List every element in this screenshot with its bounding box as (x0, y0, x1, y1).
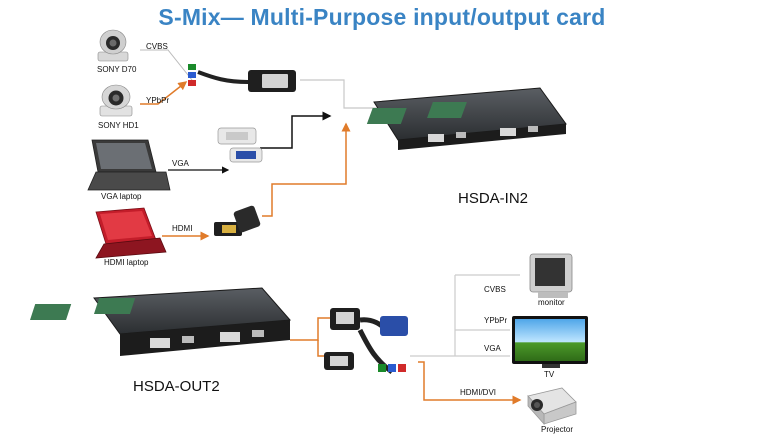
hdmi-adapter-icon (214, 205, 261, 236)
hdmi-adapter-to-card-line (262, 122, 351, 217)
hdmi-dvi-output-label: HDMI/DVI (460, 388, 496, 397)
cvbs-input-label: CVBS (146, 42, 168, 51)
sony-hd1-camera-icon (99, 84, 133, 117)
diagram-title: S-Mix— Multi-Purpose input/output card (158, 4, 606, 30)
hdmi-input-label: HDMI (172, 224, 193, 233)
tv-label: TV (544, 370, 555, 379)
output-breakout-cable-icon (324, 308, 408, 374)
vga-laptop-icon (87, 139, 171, 191)
hdmi-laptop-label: HDMI laptop (104, 258, 149, 267)
ypbpr-input-label: YPbPr (146, 96, 170, 105)
hsda-in2-label: HSDA-IN2 (458, 190, 529, 207)
monitor-label: monitor (538, 298, 565, 307)
monitor-icon (529, 253, 573, 298)
vga-input-label: VGA (172, 159, 189, 168)
vga-laptop-label: VGA laptop (101, 192, 142, 201)
sony-d70-camera-icon (97, 29, 129, 62)
tv-icon (512, 316, 588, 368)
projector-icon (527, 387, 577, 426)
cvbs-input-line (140, 49, 193, 81)
sony-hd1-label: SONY HD1 (98, 121, 139, 130)
dvi-to-input-card-line (300, 79, 380, 109)
sony-d70-label: SONY D70 (97, 65, 137, 74)
hsda-out2-label: HSDA-OUT2 (133, 378, 220, 395)
vga-adapter-icon (217, 127, 263, 163)
vga-output-label: VGA (484, 344, 501, 353)
vga-adapter-to-card-line (260, 111, 332, 149)
hsda-out2-card-image (30, 287, 292, 356)
hdmi-dvi-output-line (418, 361, 522, 405)
input-breakout-cable-icon (188, 64, 296, 92)
hsda-in2-card-image (366, 87, 567, 150)
ypbpr-output-label: YPbPr (484, 316, 508, 325)
cvbs-output-label: CVBS (484, 285, 506, 294)
projector-label: Projector (541, 425, 574, 434)
hdmi-laptop-icon (95, 207, 167, 259)
output-card-to-breakout-line (290, 317, 336, 341)
ypbpr-input-line (140, 81, 188, 105)
